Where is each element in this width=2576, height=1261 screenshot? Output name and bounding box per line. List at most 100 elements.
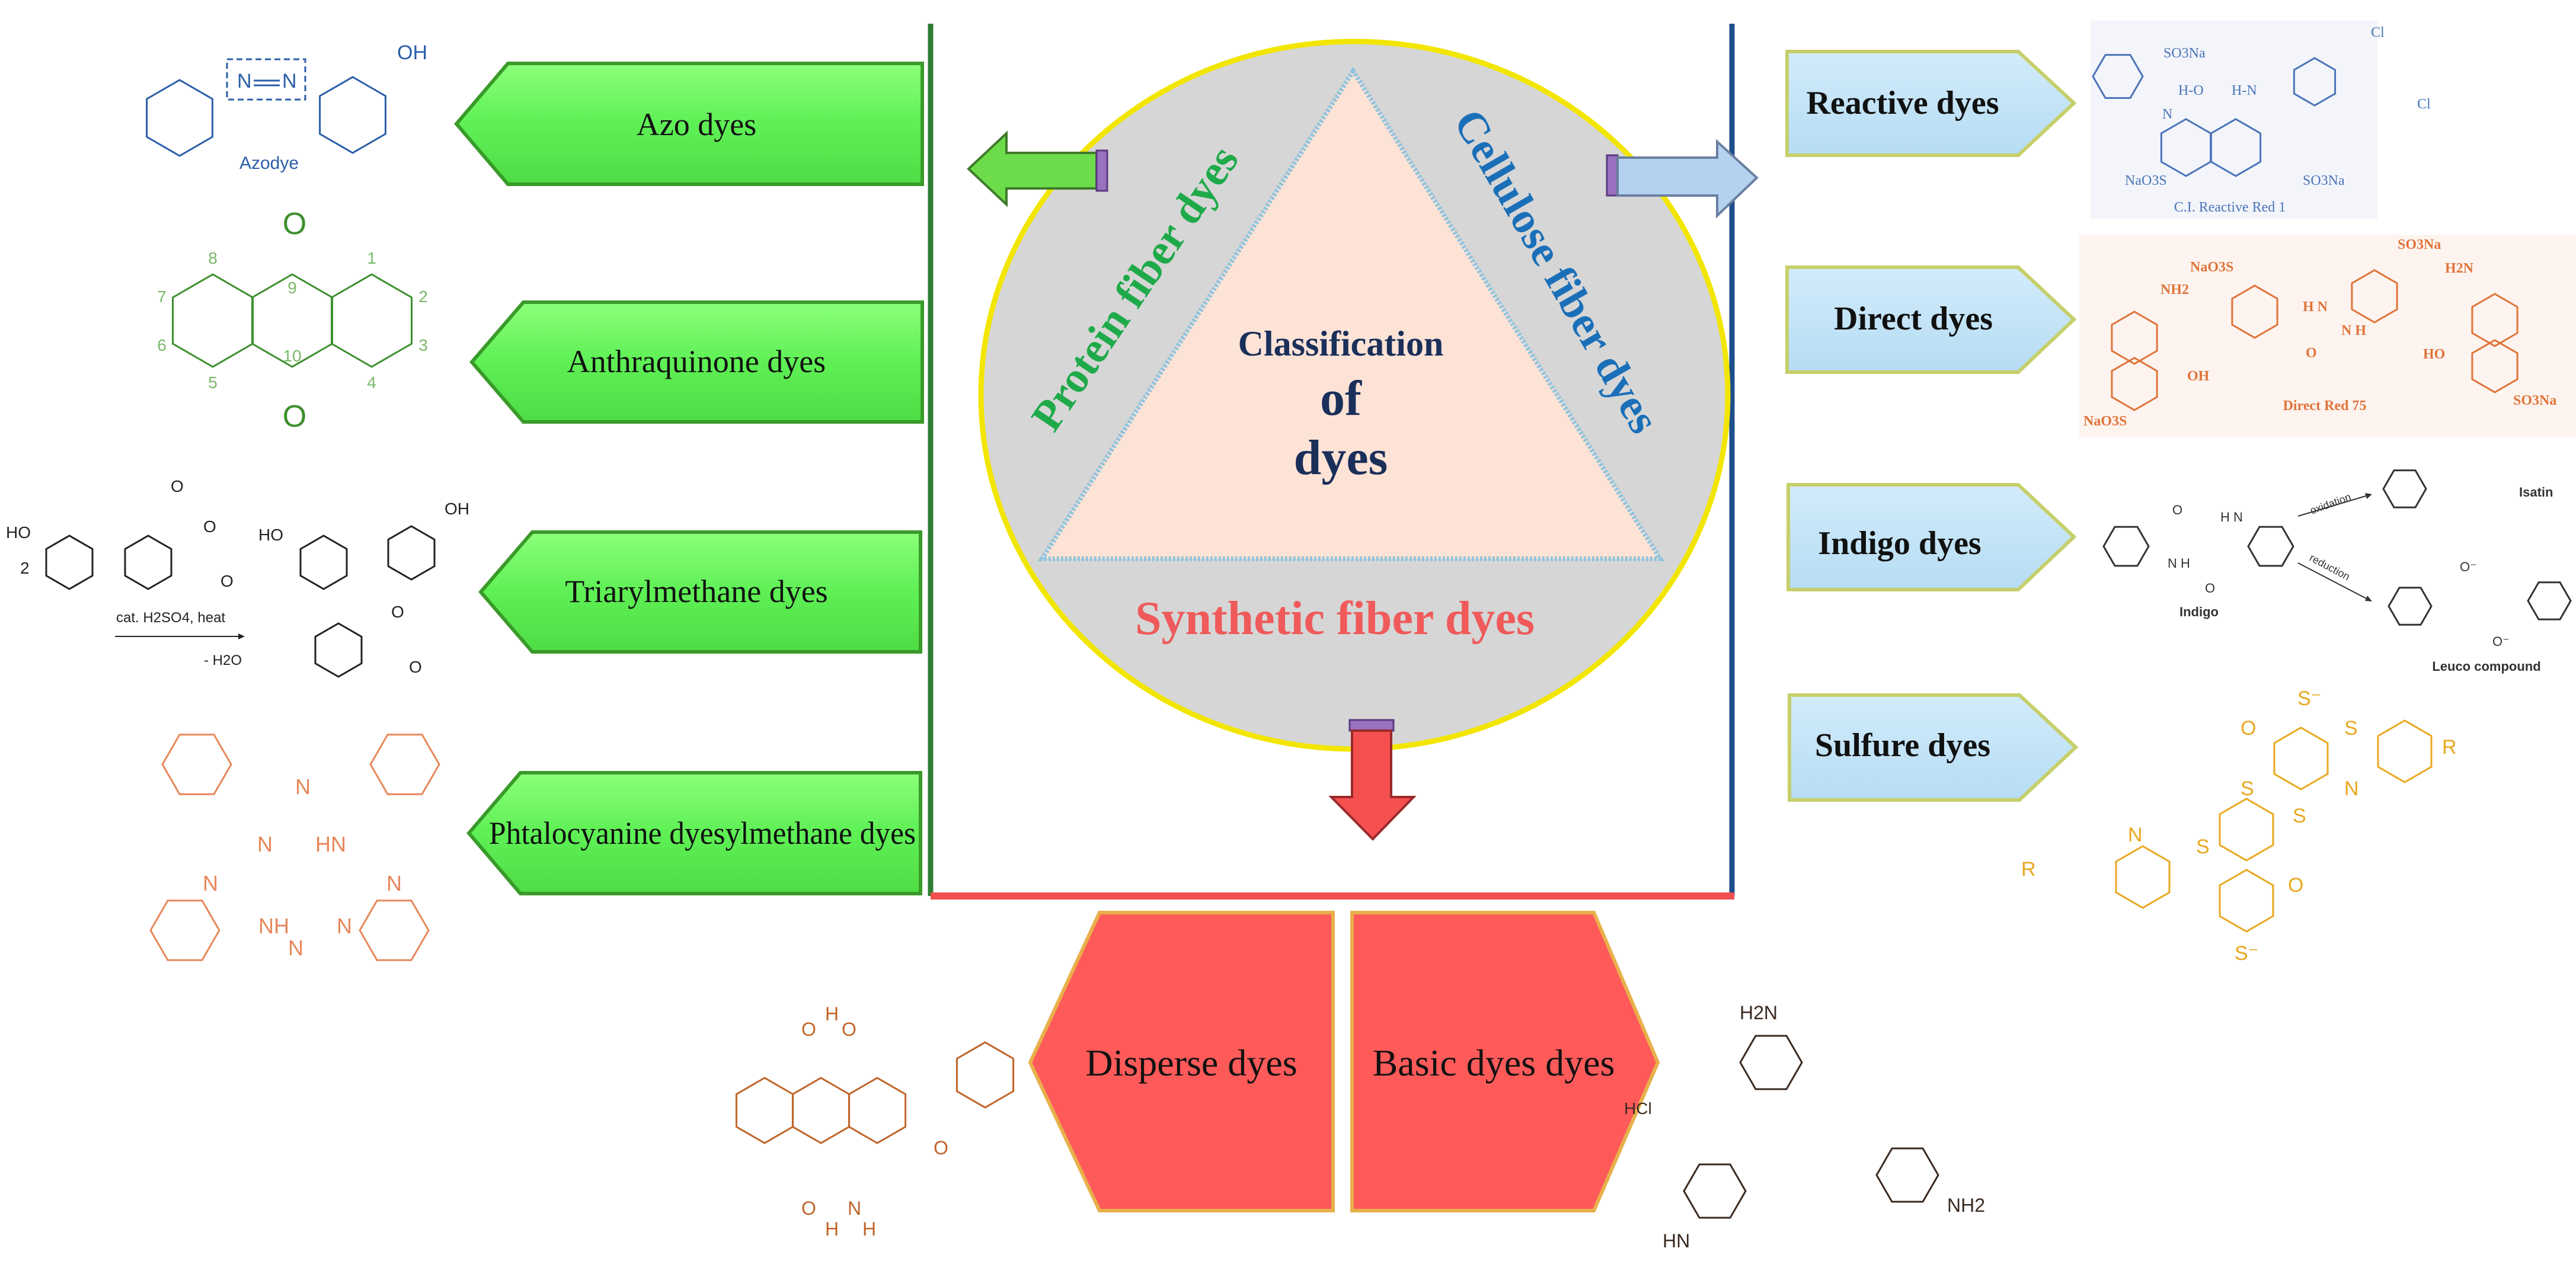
cellulose-arrow-icon [1606, 139, 1759, 219]
svg-text:6: 6 [157, 336, 167, 354]
svg-text:NaO3S: NaO3S [2125, 173, 2167, 188]
svg-text:C.I. Reactive Red 1: C.I. Reactive Red 1 [2174, 200, 2286, 215]
sulfur-ring [2377, 719, 2433, 783]
svg-text:N: N [282, 70, 297, 92]
phthalocyanine-ring [369, 734, 440, 795]
svg-text:N: N [2162, 107, 2172, 122]
sulfur-ring [2219, 798, 2274, 862]
svg-text:H-O: H-O [2178, 83, 2204, 98]
direct-structure-bg [2079, 235, 2576, 437]
svg-text:N H: N H [2341, 323, 2366, 338]
protein-arrow-icon [967, 130, 1108, 207]
triarylmethane-structure: HO 2 O O O cat. H2SO4, heat - H2O HO OH … [6, 477, 469, 676]
triarylmethane-ring [314, 622, 363, 678]
svg-text:9: 9 [287, 279, 297, 297]
svg-text:8: 8 [208, 249, 218, 267]
anthraquinone-ring [331, 273, 413, 368]
class-box-phthalocyanine-dyes[interactable]: Phtalocyanine dyesylmethane dyes [466, 771, 922, 895]
direct-ring [2471, 339, 2519, 393]
svg-text:O: O [934, 1137, 948, 1158]
svg-text:O: O [842, 1019, 856, 1040]
class-label: Azo dyes [637, 107, 756, 142]
basic-ring [1683, 1163, 1747, 1219]
phthalocyanine-structure: N N HN N N NH N N [203, 774, 402, 960]
direct-red-structure: NaO3S NH2 SO3Na H2N OH HO NaO3S SO3Na O … [2083, 237, 2556, 429]
svg-text:N: N [848, 1198, 861, 1219]
svg-text:N: N [237, 70, 252, 92]
svg-text:O: O [2241, 717, 2256, 740]
svg-text:SO3Na: SO3Na [2398, 237, 2441, 252]
svg-text:O: O [283, 207, 306, 241]
class-label: Phtalocyanine dyesylmethane dyes [489, 815, 916, 851]
class-box-reactive-dyes[interactable]: Reactive dyes [1785, 50, 2077, 157]
svg-text:O: O [409, 658, 422, 676]
svg-text:N: N [257, 832, 273, 856]
disperse-ring [955, 1041, 1015, 1109]
disperse-ring [791, 1077, 851, 1144]
svg-text:5: 5 [208, 373, 218, 392]
svg-text:SO3Na: SO3Na [2303, 173, 2345, 188]
sulfur-ring [2273, 726, 2329, 790]
direct-ring [2231, 284, 2278, 339]
class-box-direct-dyes[interactable]: Direct dyes [1785, 265, 2077, 374]
svg-text:O: O [203, 517, 216, 536]
svg-text:N: N [295, 774, 311, 799]
svg-text:O: O [220, 572, 234, 590]
class-label: Triarylmethane dyes [565, 574, 827, 609]
svg-text:2: 2 [418, 287, 428, 306]
azo-ring [319, 76, 386, 154]
disperse-ring [848, 1077, 907, 1144]
svg-text:S⁻: S⁻ [2297, 687, 2322, 710]
svg-text:OH: OH [445, 500, 469, 518]
svg-text:NH: NH [258, 914, 289, 938]
center-triangle [1037, 66, 1665, 561]
svg-text:- H2O: - H2O [204, 652, 242, 668]
svg-text:NH2: NH2 [1947, 1195, 1985, 1216]
class-label: Sulfure dyes [1815, 727, 1990, 764]
basic-ring [1739, 1035, 1803, 1090]
svg-text:N: N [288, 936, 303, 960]
svg-text:N: N [203, 871, 218, 895]
svg-text:3: 3 [418, 336, 428, 354]
class-label: Reactive dyes [1806, 85, 1999, 121]
class-label: Basic dyes dyes [1373, 1042, 1615, 1084]
svg-text:O: O [2306, 345, 2317, 361]
svg-text:S: S [2293, 805, 2306, 827]
direct-ring [2471, 293, 2519, 347]
svg-text:Direct Red 75: Direct Red 75 [2283, 398, 2367, 414]
class-box-disperse-dyes[interactable]: Disperse dyes [1028, 911, 1335, 1212]
direct-ring [2111, 311, 2158, 365]
svg-text:N: N [2128, 824, 2143, 846]
svg-text:S: S [2196, 836, 2210, 858]
svg-text:H: H [862, 1218, 876, 1240]
svg-text:H-N: H-N [2232, 83, 2257, 98]
svg-text:S: S [2344, 717, 2358, 740]
class-box-sulfure-dyes[interactable]: Sulfure dyes [1788, 693, 2079, 802]
class-box-azo-dyes[interactable]: Azo dyes [454, 62, 924, 186]
class-box-triarylmethane-dyes[interactable]: Triarylmethane dyes [478, 530, 922, 654]
basic-dye-structure: H2N NH2 HN HCl [1624, 1002, 1985, 1252]
class-box-indigo-dyes[interactable]: Indigo dyes [1786, 483, 2077, 591]
svg-text:R: R [2021, 858, 2036, 881]
svg-text:O: O [2288, 874, 2303, 897]
phthalocyanine-ring [161, 734, 232, 795]
svg-text:10: 10 [283, 347, 301, 365]
svg-text:SO3Na: SO3Na [2163, 46, 2206, 61]
svg-text:O: O [801, 1198, 816, 1219]
svg-text:1: 1 [367, 249, 376, 267]
class-box-basic-dyes[interactable]: Basic dyes dyes [1350, 911, 1660, 1212]
svg-text:H2N: H2N [1740, 1002, 1778, 1023]
svg-text:NaO3S: NaO3S [2190, 260, 2233, 275]
direct-ring [2111, 357, 2158, 411]
svg-text:O: O [2205, 581, 2215, 596]
center-title-line2: of [1320, 371, 1362, 426]
svg-text:7: 7 [157, 287, 167, 306]
svg-text:Indigo: Indigo [2179, 604, 2219, 619]
svg-text:HO: HO [258, 526, 283, 544]
triarylmethane-ring [387, 525, 436, 581]
class-label: Anthraquinone dyes [567, 344, 826, 379]
svg-text:NaO3S: NaO3S [2083, 414, 2127, 429]
svg-text:Cl: Cl [2417, 97, 2431, 112]
reactive-red-structure: SO3Na Cl Cl NaO3S SO3Na H-O H-N N C.I. R… [2125, 25, 2431, 215]
class-box-anthraquinone-dyes[interactable]: Anthraquinone dyes [469, 300, 924, 424]
